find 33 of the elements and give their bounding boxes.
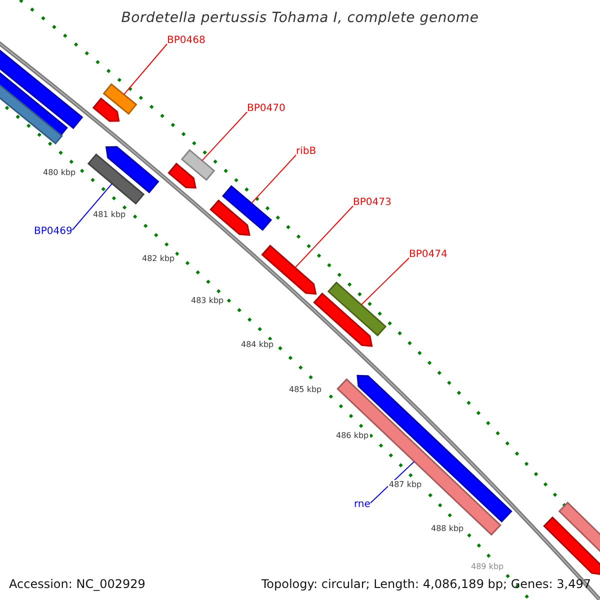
gene-label: BP0468 bbox=[167, 36, 206, 46]
gene-label: BP0470 bbox=[247, 104, 286, 114]
scale-label: 484 kbp bbox=[240, 340, 275, 350]
gene-feature bbox=[87, 153, 145, 205]
leader-line bbox=[294, 206, 354, 268]
gene-feature bbox=[180, 149, 216, 181]
leader-line bbox=[123, 44, 168, 95]
gene-label: rne bbox=[354, 500, 370, 510]
scale-label: 481 kbp bbox=[92, 210, 127, 220]
gene-label: BP0473 bbox=[353, 198, 392, 208]
gene-label: ribB bbox=[296, 147, 316, 157]
gene-feature bbox=[336, 378, 502, 536]
leader-line bbox=[360, 258, 410, 306]
leader-line bbox=[250, 154, 296, 204]
title: Bordetella pertussis Tohama I, complete genome bbox=[120, 11, 480, 25]
scale-label: 483 kbp bbox=[190, 296, 225, 306]
scale-label: 482 kbp bbox=[141, 254, 176, 264]
scale-label: 489 kbp bbox=[470, 562, 505, 572]
leader-line bbox=[202, 112, 248, 162]
leader-line bbox=[370, 460, 415, 504]
gene-label: BP0474 bbox=[409, 250, 448, 260]
leader-line bbox=[72, 183, 113, 230]
accession-note: Accession: NC_002929 bbox=[9, 578, 146, 590]
gene-feature bbox=[102, 83, 138, 115]
scale-label: 480 kbp bbox=[42, 168, 77, 178]
scale-label: 486 kbp bbox=[335, 431, 370, 441]
gene-feature bbox=[222, 185, 272, 231]
scale-label: 485 kbp bbox=[288, 385, 323, 395]
gene-label: BP0469 bbox=[34, 227, 72, 237]
gene-feature bbox=[327, 282, 387, 336]
scale-label: 488 kbp bbox=[430, 524, 465, 534]
scale-label: 487 kbp bbox=[388, 480, 423, 490]
gene-feature bbox=[261, 244, 317, 295]
